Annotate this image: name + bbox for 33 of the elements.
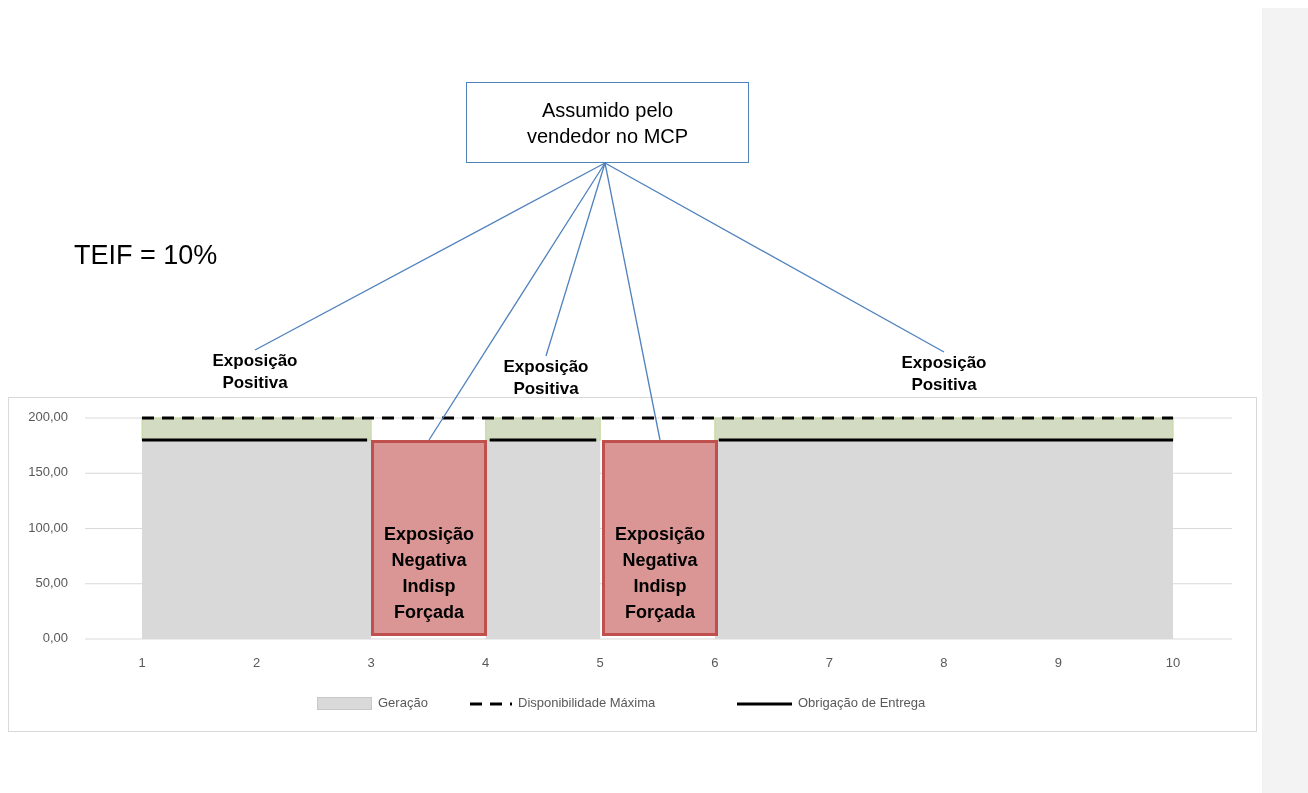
axis-tick-label: 7 bbox=[824, 655, 834, 670]
leader-line bbox=[604, 162, 945, 353]
axis-tick-label: 9 bbox=[1053, 655, 1064, 670]
exposure-label: Exposição Positiva bbox=[900, 352, 988, 397]
axis-tick-label: 200,00 bbox=[28, 409, 68, 424]
axis-tick-label: 5 bbox=[595, 655, 605, 670]
callout-box bbox=[466, 82, 749, 163]
leader-line bbox=[428, 162, 606, 441]
annotation-text: TEIF = 10% bbox=[74, 240, 218, 271]
axis-tick-label: 100,00 bbox=[28, 519, 68, 535]
exposure-label: Exposição Negativa Indisp Forçada bbox=[382, 522, 475, 624]
negative-exposure-box bbox=[602, 440, 718, 636]
axis-tick-label: 0,00 bbox=[42, 630, 68, 645]
legend-label: Geração bbox=[378, 695, 428, 710]
leader-line bbox=[545, 162, 606, 357]
axis-tick-label: 10 bbox=[1164, 655, 1182, 670]
axis-tick-label: 6 bbox=[710, 655, 720, 670]
axis-tick-label: 4 bbox=[481, 655, 491, 670]
exposure-label: Exposição Positiva bbox=[502, 356, 590, 401]
legend-label: Disponibilidade Máxima bbox=[518, 695, 656, 710]
axis-tick-label: 2 bbox=[251, 655, 262, 670]
leader-line bbox=[604, 162, 661, 441]
axis-tick-label: 3 bbox=[366, 655, 376, 670]
axis-tick-label: 1 bbox=[137, 655, 147, 670]
axis-tick-label: 150,00 bbox=[28, 464, 68, 480]
axis-tick-label: 8 bbox=[939, 655, 949, 670]
exposure-label: Exposição Positiva bbox=[211, 350, 299, 395]
leader-line bbox=[254, 162, 606, 351]
exposure-label: Exposição Negativa Indisp Forçada bbox=[613, 522, 706, 624]
callout-text: Assumido pelo vendedor no MCP bbox=[525, 97, 690, 149]
negative-exposure-box bbox=[371, 440, 487, 636]
axis-tick-label: 50,00 bbox=[35, 574, 68, 590]
legend-label: Obrigação de Entrega bbox=[798, 695, 926, 710]
